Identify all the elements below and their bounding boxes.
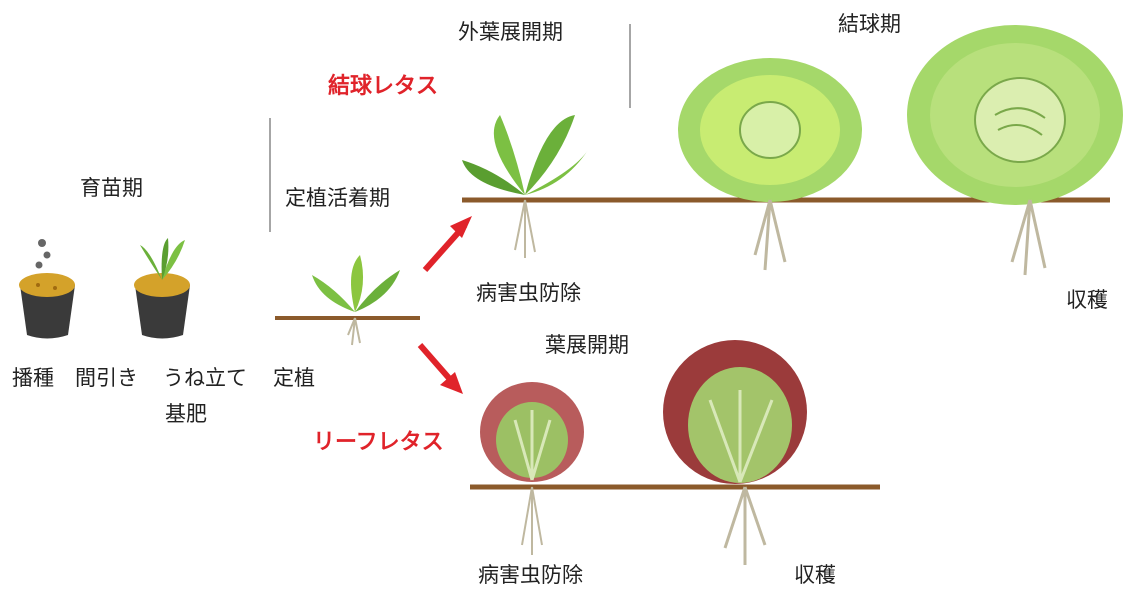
young-leaf-lettuce-icon <box>480 382 584 555</box>
stage-label-teishoku-katchaku: 定植活着期 <box>285 188 390 209</box>
young-lettuce-icon <box>462 115 588 258</box>
variety-label-leaf-lettuce: リーフレタス <box>313 432 444 454</box>
stage-label-ikubyo: 育苗期 <box>80 178 143 199</box>
pot-soil-icon <box>19 273 75 339</box>
task-label-harvest-leaf: 収穫 <box>794 565 836 586</box>
task-label-pest-control-leaf: 病害虫防除 <box>478 565 583 586</box>
task-label-teishoku: 定植 <box>273 368 315 389</box>
arrow-down-icon <box>420 345 463 394</box>
transplant-seedling-icon <box>275 255 420 345</box>
stage-label-kekkyu: 結球期 <box>838 14 901 35</box>
task-label-pest-control-head: 病害虫防除 <box>476 283 581 304</box>
seeds-icon <box>36 239 51 269</box>
arrow-up-icon <box>425 216 472 270</box>
task-label-harvest-head: 収穫 <box>1066 290 1108 311</box>
task-label-kihi: 基肥 <box>165 404 207 425</box>
task-label-unetate: うね立て <box>163 368 247 389</box>
task-label-hashu: 播種 <box>12 368 54 389</box>
mature-head-lettuce-icon <box>907 25 1123 275</box>
mature-leaf-lettuce-icon <box>663 340 807 565</box>
variety-label-head-lettuce: 結球レタス <box>328 76 438 98</box>
forming-head-lettuce-icon <box>678 58 862 270</box>
stage-label-yo-tenkai: 葉展開期 <box>545 335 629 356</box>
pot-seedling-icon <box>134 238 190 339</box>
stage-label-gaiyo-tenkai: 外葉展開期 <box>458 22 563 43</box>
task-label-mabiki: 間引き <box>75 368 138 389</box>
